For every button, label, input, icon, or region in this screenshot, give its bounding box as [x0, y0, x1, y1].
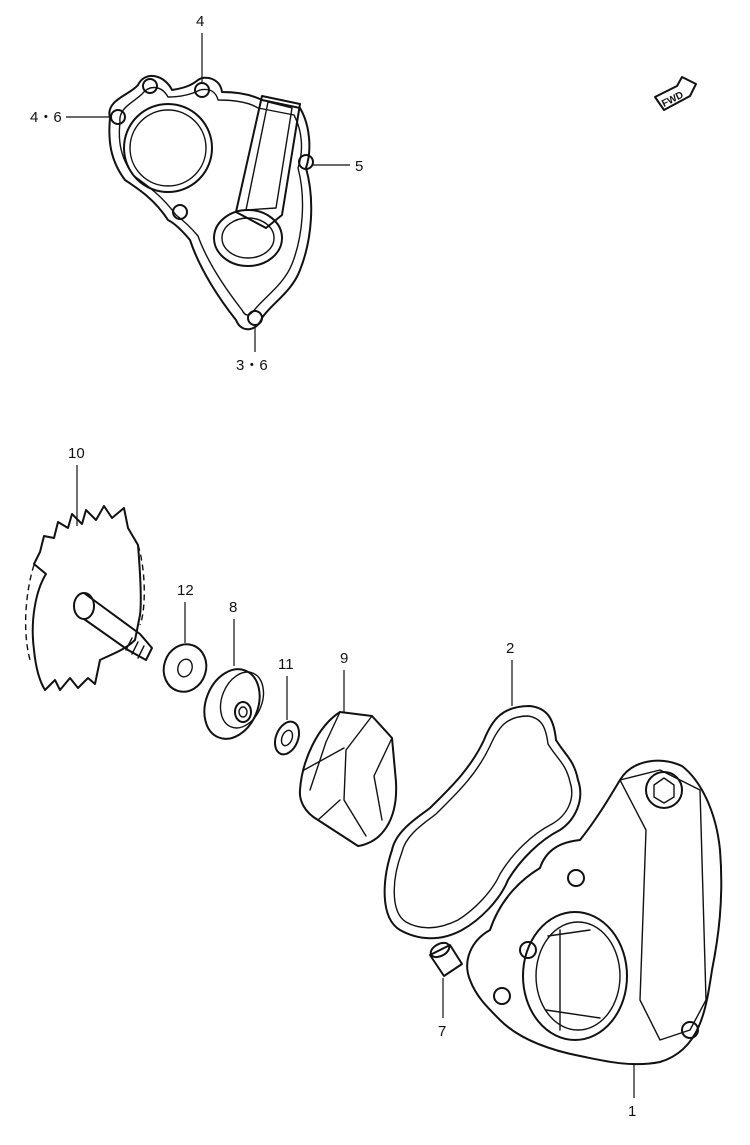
impeller-9 [298, 711, 398, 847]
callout-4: 4 [196, 13, 204, 30]
washer-12 [162, 643, 208, 693]
callout-3-6: 3・6 [236, 357, 268, 374]
dowel-pin-7 [429, 941, 463, 977]
pump-cover-gasket [108, 75, 314, 331]
callout-8: 8 [229, 599, 237, 616]
callout-5: 5 [355, 158, 363, 175]
callout-12: 12 [177, 582, 194, 599]
callout-4-6: 4・6 [30, 109, 62, 126]
gasket-2 [383, 705, 582, 940]
gear-shaft [24, 505, 153, 691]
callout-10: 10 [68, 445, 85, 462]
callout-7: 7 [438, 1023, 446, 1040]
pump-body-1 [466, 759, 723, 1066]
callout-1: 1 [628, 1103, 636, 1120]
callout-9: 9 [340, 650, 348, 667]
callout-11: 11 [278, 656, 294, 673]
callout-2: 2 [506, 640, 514, 657]
fwd-arrow-icon: FWD [654, 76, 697, 111]
mechanical-seal-8 [203, 668, 265, 740]
washer-11 [273, 720, 301, 756]
